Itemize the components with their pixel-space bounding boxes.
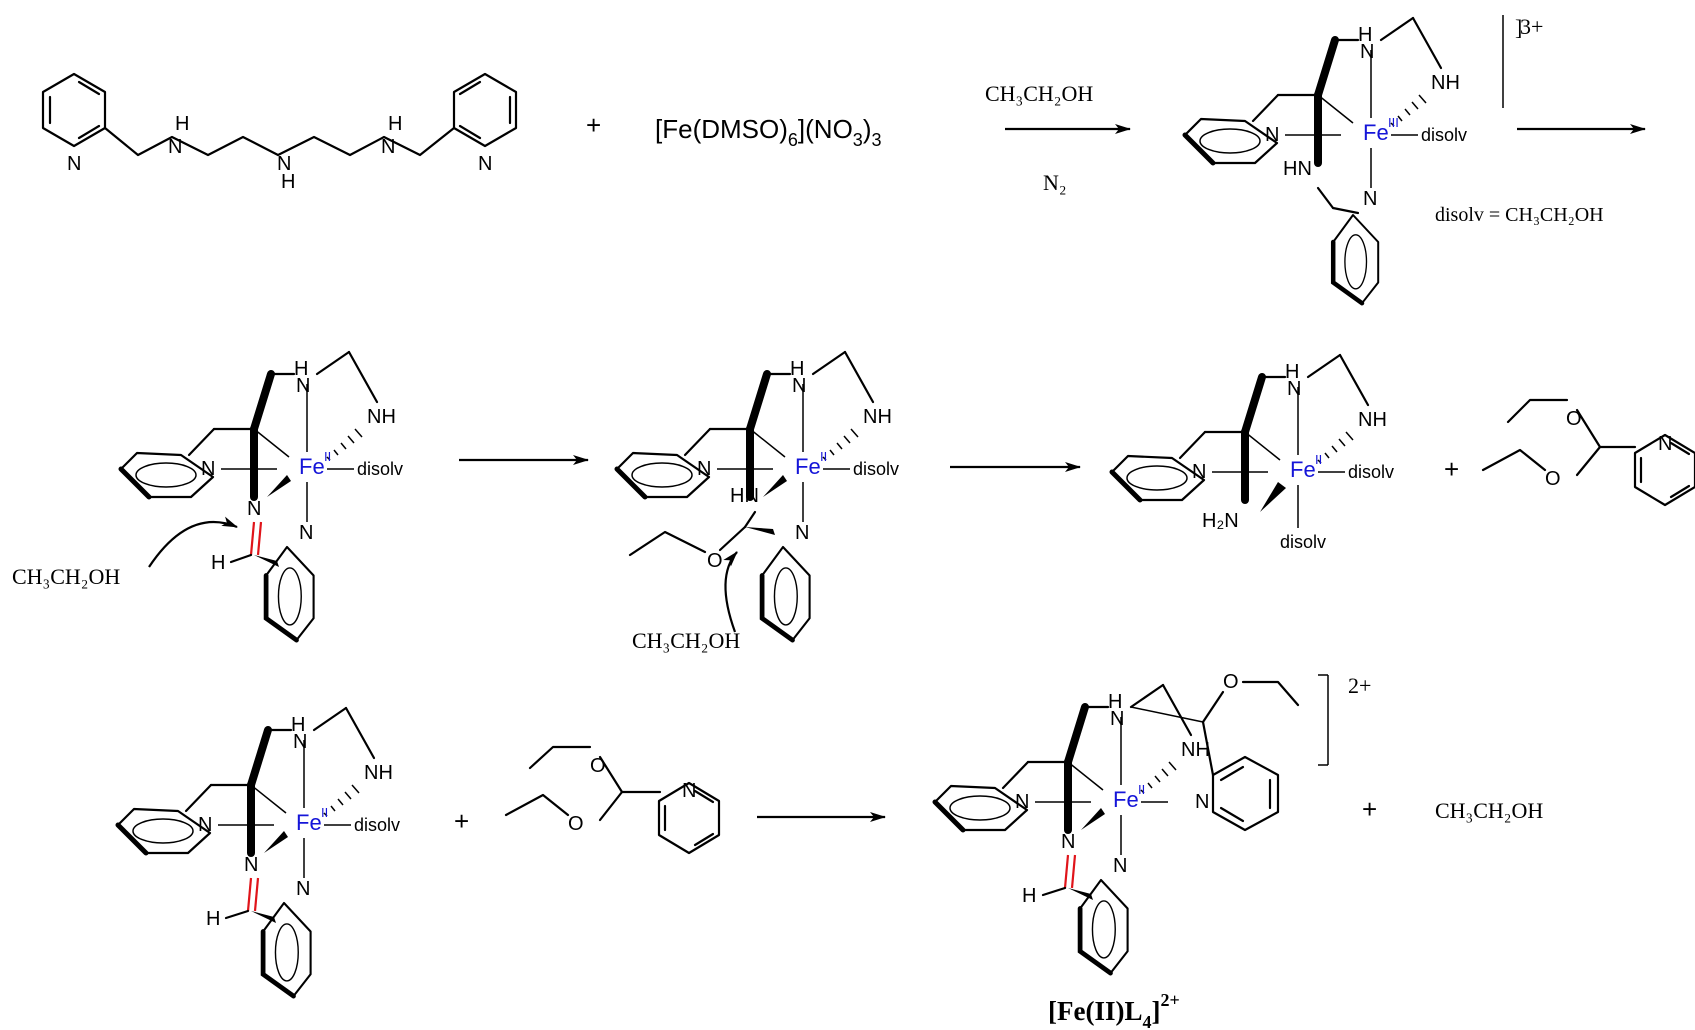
oxidation-state: II [1138, 782, 1145, 797]
ligand-disolv: disolv [354, 815, 400, 835]
atom-n: N [247, 498, 261, 520]
fe3-complex: Fe III disolv N H N NH HN N [1185, 18, 1467, 303]
ligand-disolv: disolv [853, 459, 899, 479]
atom-n: N [1363, 188, 1377, 210]
atom-h: H [211, 552, 225, 574]
plus-sign: + [1444, 454, 1459, 484]
atom-o: O [590, 755, 606, 777]
atom-h: H [1285, 361, 1299, 383]
ligand-molecule: N H N N H H N N [41, 72, 518, 193]
atom-nh: NH [364, 762, 393, 784]
atom-h: H [1358, 24, 1372, 46]
oxidation-state: II [321, 805, 328, 820]
atom-h: H [291, 714, 305, 736]
atom-n: N [682, 780, 696, 802]
atom-n: N [198, 814, 212, 836]
iron-atom: Fe [1113, 787, 1139, 812]
atom-n: N [277, 153, 291, 175]
iron-atom: Fe [1363, 120, 1389, 145]
atom-n: N [168, 136, 182, 158]
atom-o: O [1566, 408, 1582, 430]
atom-h: H [206, 908, 220, 930]
atom-n: N [381, 136, 395, 158]
imine-complex: Fe II disolv N H N NH N H N [118, 708, 400, 996]
imine-intermediate: Fe II disolv N H N NH N H N [121, 352, 403, 640]
plus-sign: + [454, 806, 469, 836]
plus-sign: + [1362, 794, 1377, 824]
product-complex: Fe II N H N NH N H N N O [935, 671, 1300, 973]
atom-o: O [1223, 671, 1239, 693]
atom-n: N [296, 375, 310, 397]
acetal-molecule: O O N [504, 745, 721, 855]
ligand-disolv: disolv [1348, 462, 1394, 482]
atom-nh: NH [863, 406, 892, 428]
iron-atom: Fe [299, 454, 325, 479]
atom-n: N [478, 153, 492, 175]
atom-h: H [1108, 691, 1122, 713]
atom-n: N [1195, 791, 1209, 813]
ligand-disolv: disolv [357, 459, 403, 479]
ligand-disolv: disolv [1280, 532, 1326, 552]
product-label: [Fe(II)L4]2+ [1048, 990, 1180, 1030]
atom-n: N [299, 522, 313, 544]
atom-o: O [707, 550, 723, 572]
atom-n: N [697, 458, 711, 480]
iron-atom: Fe [795, 454, 821, 479]
atom-h: H [281, 171, 295, 193]
atom-nh: NH [1431, 72, 1460, 94]
oxidation-state: II [1315, 452, 1322, 467]
iron-atom: Fe [296, 810, 322, 835]
ethanol-label: CH₃CH₂OH [12, 564, 120, 589]
plus-sign: + [586, 110, 601, 140]
atom-nh: NH [1181, 739, 1210, 761]
ligand-disolv: disolv [1421, 125, 1467, 145]
oxidation-state: II [820, 449, 827, 464]
hemiaminal-intermediate: Fe II disolv N H N NH HN O N [617, 352, 899, 640]
atom-h: H [294, 358, 308, 380]
atom-n: N [67, 153, 81, 175]
atom-n: N [1061, 831, 1075, 853]
ethanol-byproduct: CH₃CH₂OH [1435, 798, 1543, 823]
atom-n: N [201, 458, 215, 480]
atom-h: H [790, 358, 804, 380]
atom-n: N [1658, 433, 1672, 455]
amine-complex: Fe II disolv N H N NH H₂N disolv [1112, 355, 1394, 552]
atom-n: N [244, 854, 258, 876]
atom-o: O [1545, 468, 1561, 490]
oxidation-state: II [324, 449, 331, 464]
atom-hn: HN [1283, 158, 1312, 180]
charge-2plus: 2+ [1348, 673, 1371, 698]
iron-atom: Fe [1290, 457, 1316, 482]
condition-gas: N₂ [1043, 170, 1067, 195]
atom-h: H [1022, 885, 1036, 907]
ethanol-label: CH₃CH₂OH [632, 628, 740, 653]
atom-h: H [175, 113, 189, 135]
atom-n: N [1015, 791, 1029, 813]
disolv-definition: disolv = CH₃CH₂OH [1435, 204, 1604, 226]
atom-n: N [296, 878, 310, 900]
condition-solvent: CH₃CH₂OH [985, 81, 1093, 106]
atom-n: N [293, 731, 307, 753]
atom-hn: HN [730, 485, 759, 507]
iron-reagent: [Fe(DMSO)6](NO3)3 [655, 114, 882, 150]
atom-n: N [1110, 708, 1124, 730]
atom-h: H [388, 113, 402, 135]
oxidation-state: III [1388, 115, 1399, 130]
atom-n: N [1192, 461, 1206, 483]
atom-nh: NH [367, 406, 396, 428]
atom-n: N [1113, 855, 1127, 877]
atom-h2n: H₂N [1202, 510, 1239, 532]
atom-nh: NH [1358, 409, 1387, 431]
bracket-right: ] [1515, 15, 1522, 40]
acetal-molecule: O O N [1481, 398, 1695, 507]
atom-n: N [1360, 41, 1374, 63]
atom-o: O [568, 813, 584, 835]
atom-n: N [1265, 124, 1279, 146]
atom-n: N [795, 522, 809, 544]
atom-n: N [1287, 378, 1301, 400]
atom-n: N [792, 375, 806, 397]
charge-3plus: 3+ [1520, 14, 1543, 39]
